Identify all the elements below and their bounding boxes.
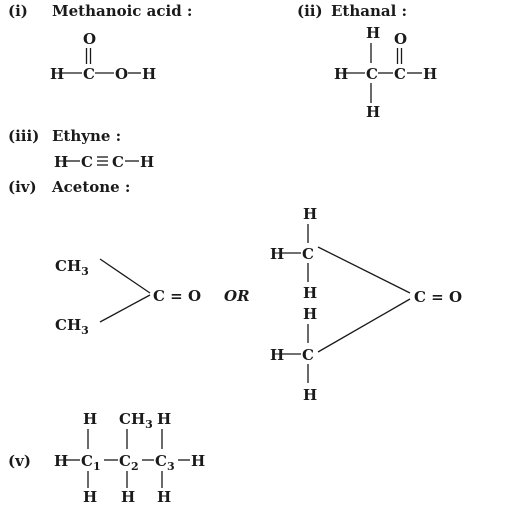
atom-c: C (112, 153, 124, 171)
atom-h: H (334, 65, 348, 83)
atom-o: O (394, 30, 407, 48)
atom-c: C (81, 153, 93, 171)
atom-c: C (83, 65, 95, 83)
atom-h: H (83, 488, 97, 506)
item-iv-title: Acetone : (51, 178, 130, 196)
item-ii-number: (ii) (297, 2, 323, 20)
atom-h: H (157, 488, 171, 506)
item-iv-number: (iv) (8, 178, 37, 196)
atom-h: H (303, 305, 317, 323)
atom-c: C (394, 65, 406, 83)
atom-h: H (140, 153, 154, 171)
single-bond (99, 258, 151, 294)
single-bond (317, 298, 411, 353)
item-iii-title: Ethyne : (52, 127, 121, 145)
atom-h: H (54, 452, 68, 470)
atom-h: H (270, 245, 284, 263)
atom-c: C (302, 346, 314, 364)
atom-h: H (121, 488, 135, 506)
atom-o: O (115, 65, 128, 83)
methyl-group: CH3 (119, 410, 153, 431)
atom-h: H (157, 410, 171, 428)
atom-h: H (423, 65, 437, 83)
carbon-3: C3 (155, 452, 175, 473)
item-iii-number: (iii) (8, 127, 39, 145)
carbon-2: C2 (119, 452, 139, 473)
atom-h: H (270, 346, 284, 364)
carbonyl-group: C = O (153, 287, 201, 305)
acetone-condensed-structure: CH3 C = O CH3 (55, 257, 201, 337)
atom-h: H (303, 205, 317, 223)
atom-h: H (303, 386, 317, 404)
methanoic-acid-structure: O H C O H (50, 30, 156, 83)
single-bond (99, 294, 151, 323)
item-i-number: (i) (8, 2, 28, 20)
ethyne-structure: H C C H (54, 153, 154, 171)
methyl-group-bottom: CH3 (55, 316, 89, 337)
atom-h: H (366, 24, 380, 42)
atom-h: H (366, 103, 380, 121)
atom-h: H (142, 65, 156, 83)
atom-h: H (303, 284, 317, 302)
or-text: OR (224, 287, 250, 305)
propane-structure: H CH3 H H C1 C2 C3 H H H H (54, 410, 205, 506)
atom-h: H (83, 410, 97, 428)
item-v-number: (v) (8, 452, 31, 470)
acetone-expanded-structure: H H C H C = O H H C H (270, 205, 462, 404)
atom-c: C (366, 65, 378, 83)
atom-h: H (54, 153, 68, 171)
atom-o: O (83, 30, 96, 48)
ethanal-structure: H O H C C H H (334, 24, 437, 121)
atom-h: H (191, 452, 205, 470)
methyl-group-top: CH3 (55, 257, 89, 278)
item-ii-title: Ethanal : (331, 2, 407, 20)
atom-c: C (302, 245, 314, 263)
atom-h: H (50, 65, 64, 83)
carbon-1: C1 (81, 452, 101, 473)
item-i-title: Methanoic acid : (52, 2, 192, 20)
single-bond (317, 246, 411, 294)
carbonyl-group: C = O (414, 288, 462, 306)
